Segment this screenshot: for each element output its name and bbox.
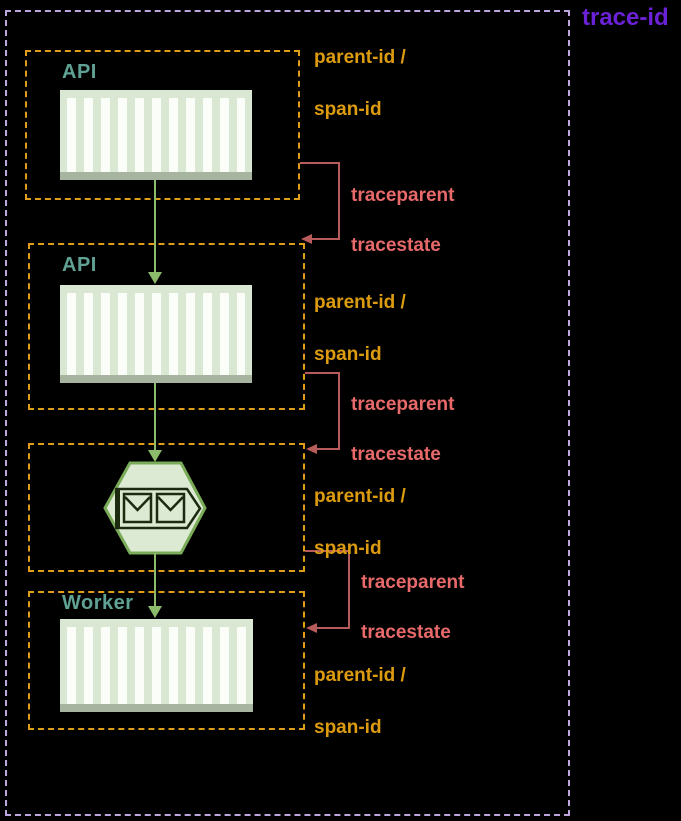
span-id-label: span-id bbox=[314, 344, 382, 365]
tracestate-label: tracestate bbox=[351, 444, 441, 465]
header-propagation-connector-2 bbox=[305, 372, 340, 454]
arrow-line bbox=[154, 180, 156, 272]
span-annotation-4: parent-id / span-id bbox=[314, 663, 406, 741]
arrow-head bbox=[148, 272, 162, 284]
connector-line bbox=[338, 162, 340, 240]
container-stripes bbox=[67, 293, 245, 375]
service-label-api-2: API bbox=[62, 254, 97, 276]
down-arrow-icon bbox=[148, 180, 162, 284]
service-label-api-1: API bbox=[62, 61, 97, 83]
header-annotation-1: traceparent tracestate bbox=[351, 183, 455, 258]
connector-line bbox=[317, 627, 350, 629]
down-arrow-icon bbox=[148, 553, 162, 618]
service-label-worker: Worker bbox=[62, 592, 134, 614]
container-stripes bbox=[67, 627, 246, 704]
container-body bbox=[60, 619, 253, 704]
connector-line bbox=[348, 550, 350, 629]
span-annotation-3: parent-id / span-id bbox=[314, 484, 406, 562]
down-arrow-icon bbox=[148, 383, 162, 462]
container-icon bbox=[60, 285, 252, 383]
header-annotation-2: traceparent tracestate bbox=[351, 392, 455, 467]
parent-id-label: parent-id / bbox=[314, 47, 406, 68]
header-propagation-connector-1 bbox=[300, 162, 340, 244]
container-body bbox=[60, 90, 252, 172]
connector-line bbox=[305, 550, 350, 552]
span-id-label: span-id bbox=[314, 99, 382, 120]
left-arrow-icon bbox=[301, 234, 312, 244]
left-arrow-icon bbox=[306, 444, 317, 454]
container-base bbox=[60, 172, 252, 180]
tracestate-label: tracestate bbox=[351, 235, 441, 256]
span-annotation-1: parent-id / span-id bbox=[314, 45, 406, 123]
message-queue-icon bbox=[103, 461, 207, 555]
header-propagation-connector-3 bbox=[305, 550, 350, 633]
container-body bbox=[60, 285, 252, 375]
span-id-label: span-id bbox=[314, 538, 382, 559]
parent-id-label: parent-id / bbox=[314, 486, 406, 507]
tracestate-label: tracestate bbox=[361, 622, 451, 643]
span-box-api-2 bbox=[28, 243, 305, 410]
arrow-head bbox=[148, 606, 162, 618]
trace-id-label: trace-id bbox=[582, 4, 669, 31]
parent-id-label: parent-id / bbox=[314, 665, 406, 686]
arrow-head bbox=[148, 450, 162, 462]
span-annotation-2: parent-id / span-id bbox=[314, 290, 406, 368]
connector-line bbox=[312, 238, 340, 240]
container-base bbox=[60, 375, 252, 383]
trace-boundary-box bbox=[5, 10, 570, 816]
arrow-line bbox=[154, 383, 156, 450]
container-icon bbox=[60, 619, 253, 712]
connector-line bbox=[338, 372, 340, 450]
span-box-queue bbox=[28, 443, 305, 572]
parent-id-label: parent-id / bbox=[314, 292, 406, 313]
connector-line bbox=[305, 372, 340, 374]
traceparent-label: traceparent bbox=[351, 394, 455, 415]
arrow-line bbox=[154, 553, 156, 606]
container-base bbox=[60, 704, 253, 712]
connector-line bbox=[317, 448, 340, 450]
span-box-api-1 bbox=[25, 50, 300, 200]
traceparent-label: traceparent bbox=[351, 185, 455, 206]
container-icon bbox=[60, 90, 252, 180]
traceparent-label: traceparent bbox=[361, 572, 465, 593]
container-stripes bbox=[67, 98, 245, 172]
header-annotation-3: traceparent tracestate bbox=[361, 570, 465, 645]
left-arrow-icon bbox=[306, 623, 317, 633]
span-box-worker bbox=[28, 591, 305, 730]
connector-line bbox=[300, 162, 340, 164]
span-id-label: span-id bbox=[314, 717, 382, 738]
